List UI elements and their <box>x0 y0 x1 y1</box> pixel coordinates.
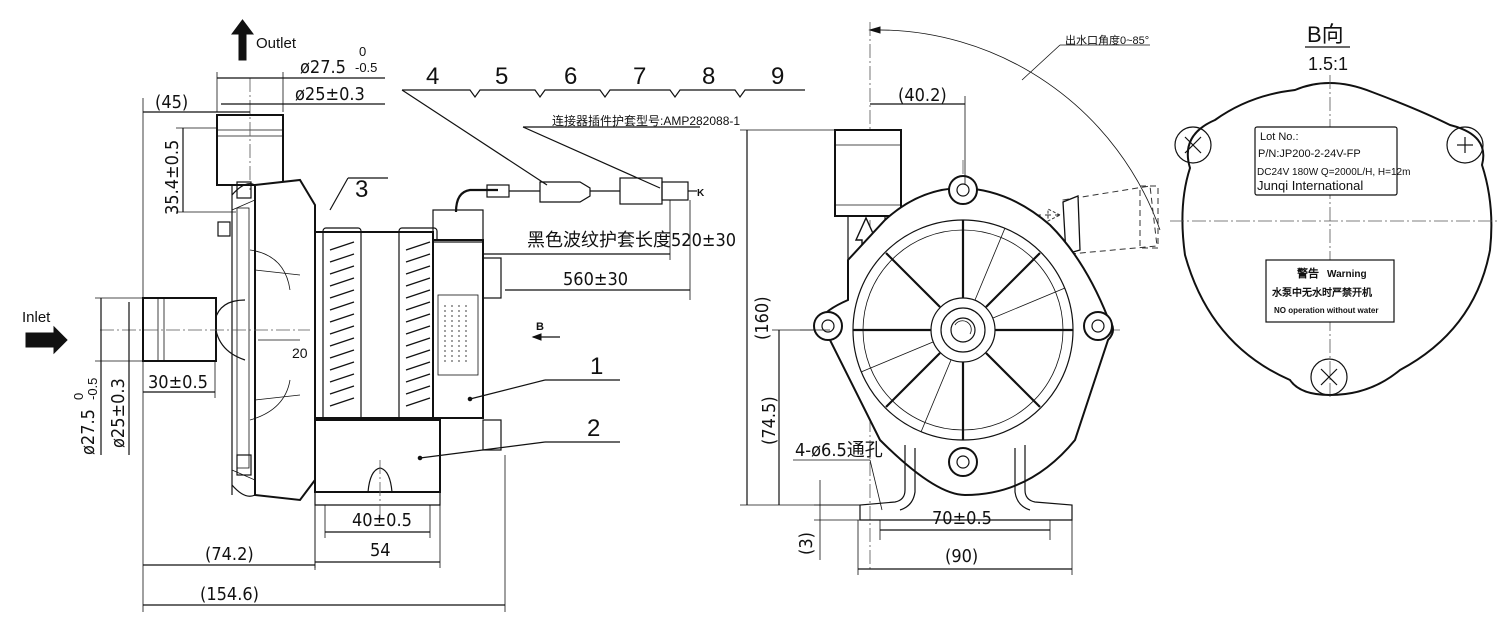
bolt-boss-bottom <box>948 447 978 477</box>
dim-560: 560±30 <box>563 269 628 290</box>
dim-520-note: 黑色波纹护套长度520±30 <box>527 230 736 251</box>
outlet-label: Outlet <box>256 35 297 52</box>
cooling-fins-right <box>405 241 431 407</box>
mounting-base <box>314 419 441 493</box>
dim-154-6: (154.6) <box>200 584 259 605</box>
dim-90: (90) <box>945 546 978 567</box>
view-b-marker: B <box>536 321 544 333</box>
screw-top-right-icon <box>1446 126 1484 164</box>
dim-35-4: 35.4±0.5 <box>162 140 183 215</box>
motor-housing <box>314 231 434 419</box>
cooling-fins-left <box>329 241 355 407</box>
dim-outlet-od: ø27.5 <box>300 57 346 78</box>
part-number-3: 3 <box>355 176 368 203</box>
dim-holes: 4-ø6.5通孔 <box>795 440 883 461</box>
inlet-label: Inlet <box>22 309 51 326</box>
dim-74-2: (74.2) <box>205 544 254 565</box>
connector-plug <box>619 177 663 205</box>
dim-40: 40±0.5 <box>352 510 412 531</box>
dim-outlet-od-tol-bottom: -0.5 <box>355 60 377 75</box>
front-feet <box>859 445 1073 521</box>
warning-title-cn: 警告 <box>1296 266 1319 280</box>
dim-inlet-od-tol-top: 0 <box>71 393 86 400</box>
inlet-arrow-icon <box>25 325 68 355</box>
view-b: B向 1.5:1 Lot No.: P/N:JP200-2-24V-FP DC2… <box>1170 22 1500 400</box>
warning-text-cn: 水泵中无水时严禁开机 <box>1271 286 1372 299</box>
warning-text-en: NO operation without water <box>1274 306 1378 315</box>
dim-160: (160) <box>752 296 773 340</box>
nameplate <box>1254 126 1398 196</box>
rotated-outlet-ghost <box>1005 185 1159 255</box>
dim-inlet-od: ø27.5 <box>78 409 99 455</box>
part-number-6: 6 <box>564 63 577 90</box>
part-number-4: 4 <box>426 63 439 90</box>
dim-inlet-id: ø25±0.3 <box>108 378 129 448</box>
nameplate-lot: Lot No.: <box>1260 131 1299 143</box>
connector-k-label: K <box>697 188 705 199</box>
volute-ribs <box>853 220 1073 440</box>
dim-54: 54 <box>370 540 391 561</box>
nameplate-spec: DC24V 180W Q=2000L/H, H=12m <box>1257 167 1410 178</box>
nameplate-pn: P/N:JP200-2-24V-FP <box>1258 148 1361 160</box>
controller-label-plate <box>437 294 479 376</box>
dim-3: (3) <box>796 532 817 555</box>
controller-box <box>432 239 484 419</box>
dim-30: 30±0.5 <box>148 372 208 393</box>
angle-note: 出水口角度0~85° <box>1065 33 1149 47</box>
part-number-8: 8 <box>702 63 715 90</box>
connector-note: 连接器插件护套型号:AMP282088-1 <box>552 113 740 128</box>
dim-outlet-od-tol-top: 0 <box>359 44 366 59</box>
part-number-9: 9 <box>771 63 784 90</box>
connector-sleeve <box>539 181 591 203</box>
warning-title-en: Warning <box>1327 269 1367 280</box>
dim-70: 70±0.5 <box>932 508 992 529</box>
bolt-boss-left <box>813 311 843 341</box>
part-number-2: 2 <box>587 415 600 442</box>
dim-outlet-id: ø25±0.3 <box>295 84 365 105</box>
dim-inlet-od-tol-bottom: -0.5 <box>85 378 100 400</box>
screw-bottom-icon <box>1310 358 1348 396</box>
bolt-boss-top <box>948 175 978 205</box>
dim-40-2: (40.2) <box>898 85 947 106</box>
outlet-arrow-icon <box>231 19 254 61</box>
side-view: Outlet Inlet <box>22 19 805 612</box>
dim-45: (45) <box>155 92 188 113</box>
part-number-7: 7 <box>633 63 646 90</box>
dim-74-5: (74.5) <box>759 396 780 445</box>
inlet-pipe <box>142 297 217 362</box>
bolt-boss-right <box>1083 311 1113 341</box>
cable <box>454 188 498 213</box>
part-number-1: 1 <box>590 353 603 380</box>
screw-top-left-icon <box>1174 126 1212 164</box>
view-b-scale: 1.5:1 <box>1308 54 1348 74</box>
nameplate-company: Junqi International <box>1257 178 1363 193</box>
dim-20: 20 <box>292 345 308 361</box>
front-outlet-pipe <box>834 129 902 217</box>
part-number-5: 5 <box>495 63 508 90</box>
warning-plate <box>1265 259 1395 323</box>
front-view: 出水口角度0~85° <box>740 22 1161 575</box>
view-b-title: B向 <box>1307 22 1344 47</box>
